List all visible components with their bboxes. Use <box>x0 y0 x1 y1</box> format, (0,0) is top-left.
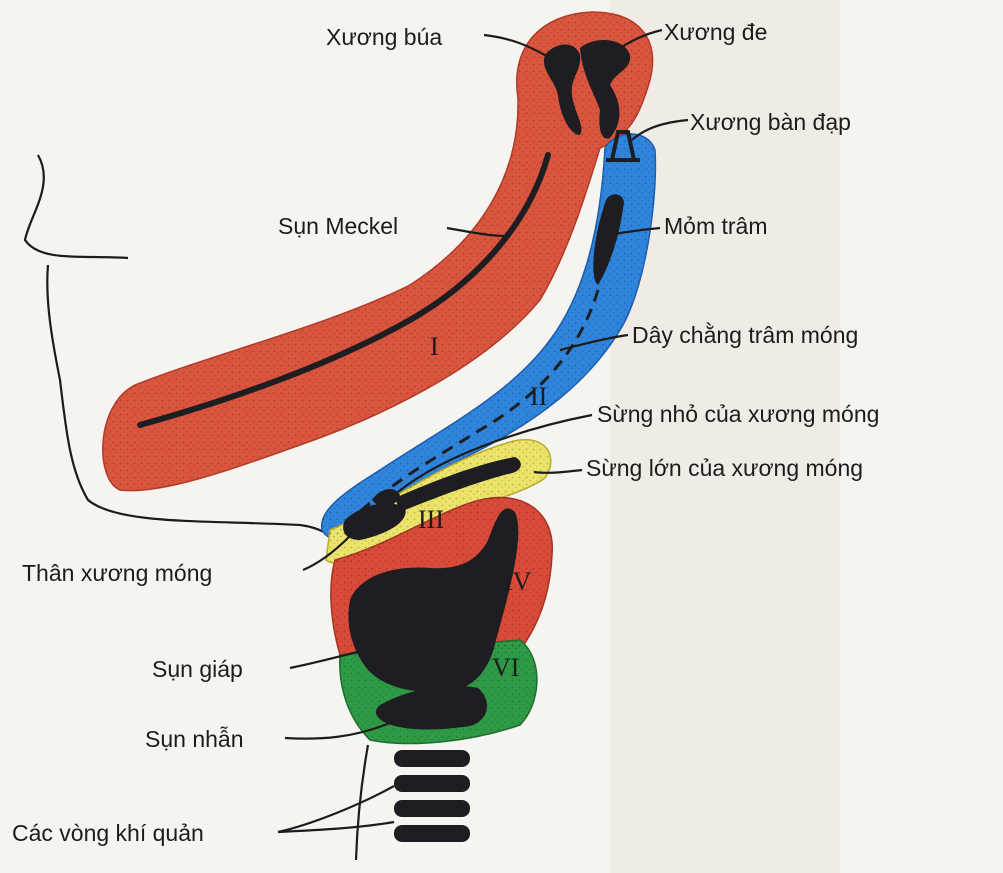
hyoid-greater-horn-shape <box>395 457 521 512</box>
arch-numeral-3: III <box>418 505 444 534</box>
arch-numeral-2: II <box>530 382 547 411</box>
label-tracheal-rings: Các vòng khí quản <box>12 820 204 846</box>
tracheal-ring <box>394 750 470 767</box>
stapes-shape <box>606 130 640 162</box>
arch-numeral-4: IV <box>504 567 532 596</box>
stylohyoid-ligament-line <box>349 289 600 522</box>
label-stylohyoid-ligament: Dây chằng trâm móng <box>632 322 858 348</box>
tracheal-ring <box>394 775 470 792</box>
label-malleus: Xương búa <box>326 24 442 50</box>
label-styloid-process: Mỏm trâm <box>664 213 768 239</box>
tracheal-ring <box>394 800 470 817</box>
label-stapes: Xương bàn đạp <box>690 109 851 135</box>
hyoid-body-shape <box>343 503 406 540</box>
cricoid-cartilage-shape <box>375 685 488 730</box>
arch-numeral-6: VI <box>492 653 519 682</box>
label-hyoid-body: Thân xương móng <box>22 560 212 586</box>
label-meckel-cartilage: Sụn Meckel <box>278 213 398 239</box>
tracheal-ring <box>394 825 470 842</box>
hyoid-lesser-horn-shape <box>372 488 400 508</box>
thyroid-cartilage-shape <box>348 508 519 692</box>
label-incus: Xương đe <box>664 19 767 45</box>
styloid-process-shape <box>593 194 624 285</box>
label-thyroid-cartilage: Sụn giáp <box>152 656 243 682</box>
meckel-cartilage-line <box>137 152 551 428</box>
label-hyoid-greater-horn: Sừng lớn của xương móng <box>586 455 863 481</box>
neck-outline <box>354 744 370 861</box>
malleus-shape <box>543 44 582 135</box>
label-cricoid-cartilage: Sụn nhẫn <box>145 726 243 752</box>
incus-shape <box>580 39 631 139</box>
leader-lines <box>277 28 689 834</box>
arch-numeral-1: I <box>430 332 439 361</box>
label-hyoid-lesser-horn: Sừng nhỏ của xương móng <box>597 401 879 427</box>
